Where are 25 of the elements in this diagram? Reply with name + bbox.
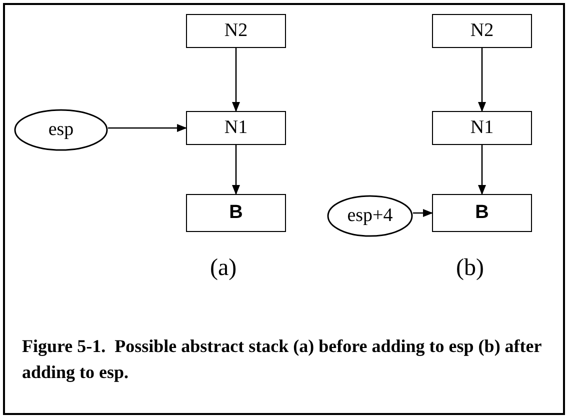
node-label: N1 xyxy=(224,116,248,140)
ellipse-node xyxy=(14,109,108,151)
arrow xyxy=(478,145,486,195)
process-box xyxy=(432,194,532,232)
arrow xyxy=(108,124,187,132)
node-label: esp+4 xyxy=(347,204,393,228)
arrow xyxy=(478,48,486,112)
process-box xyxy=(432,14,532,48)
arrow xyxy=(232,145,240,195)
ellipse-node xyxy=(327,195,413,237)
process-box xyxy=(432,111,532,145)
process-box xyxy=(186,194,286,232)
panel-label: (b) xyxy=(456,254,484,283)
node-label: B xyxy=(475,200,489,225)
node-label: N2 xyxy=(224,18,248,43)
node-label: B xyxy=(229,200,243,225)
arrow xyxy=(232,48,240,112)
arrow xyxy=(413,209,433,217)
node-label: N1 xyxy=(470,116,494,140)
panel-label: (a) xyxy=(210,254,237,283)
process-box xyxy=(186,111,286,145)
figure-caption: Figure 5-1. Possible abstract stack (a) before adding to esp (b) after adding to esp. xyxy=(22,335,542,384)
process-box xyxy=(186,14,286,48)
node-label: esp xyxy=(48,118,74,142)
node-label: N2 xyxy=(470,18,494,43)
